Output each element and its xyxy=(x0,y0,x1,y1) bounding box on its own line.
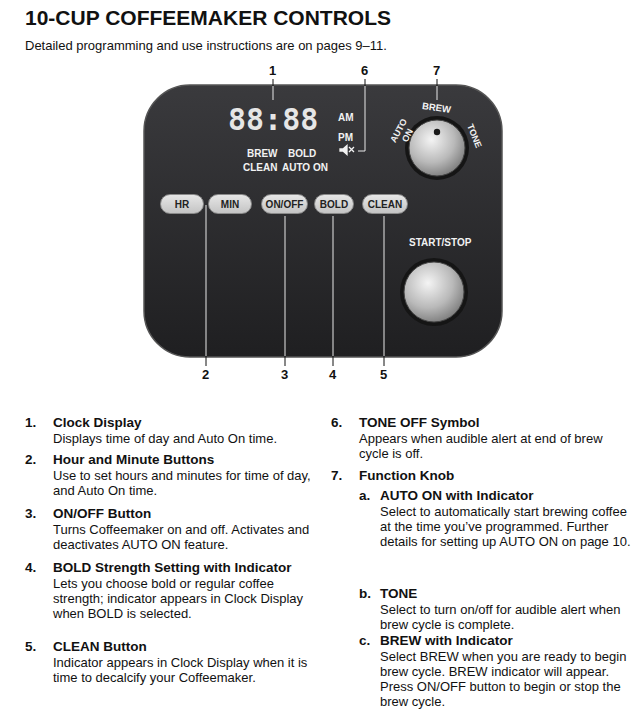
button-label: CLEAN xyxy=(368,199,402,210)
description-heading: Hour and Minute Buttons xyxy=(53,452,214,467)
description-text: Indicator appears in Clock Display when … xyxy=(53,655,321,685)
button-label: ON/OFF xyxy=(266,199,304,210)
description-heading: Function Knob xyxy=(359,468,454,483)
leader-lines xyxy=(206,86,437,356)
callout-number: 3 xyxy=(281,367,288,382)
control-panel: 88:88AMPMBREWBOLDCLEANAUTO ONAUTO ONBREW… xyxy=(144,85,502,357)
knob-label: TONE xyxy=(465,123,484,150)
button-label: HR xyxy=(175,199,189,210)
display-indicator: CLEAN xyxy=(243,162,277,173)
callout-number: 2 xyxy=(202,367,209,382)
push-button: HR xyxy=(160,194,204,214)
description-heading: Clock Display xyxy=(53,415,142,430)
description-text: Displays time of day and Auto On time. xyxy=(53,431,321,446)
display-indicator: PM xyxy=(338,132,353,143)
description-text: Select to automatically start brewing co… xyxy=(380,504,632,549)
knob-label: BREW xyxy=(421,100,451,115)
description-heading: a. xyxy=(359,488,370,503)
display-indicator: BOLD xyxy=(288,148,316,159)
description-heading: 2. xyxy=(25,452,36,467)
callout-number: 5 xyxy=(380,367,387,382)
knob-ring xyxy=(400,258,468,326)
push-button: BOLD xyxy=(314,194,354,214)
display-indicator: BREW xyxy=(247,148,278,159)
page-title: 10-CUP COFFEEMAKER CONTROLS xyxy=(25,6,391,30)
knob-ring xyxy=(405,116,469,180)
callout-number: 1 xyxy=(269,63,276,78)
description-text: Use to set hours and minutes for time of… xyxy=(53,468,321,498)
description-text: Turns Coffeemaker on and off. Activates … xyxy=(53,522,321,552)
start-stop-knob xyxy=(404,262,464,322)
knob-pointer xyxy=(434,129,440,135)
button-label: BOLD xyxy=(320,199,348,210)
description-heading: CLEAN Button xyxy=(53,639,147,654)
function-knob xyxy=(409,120,465,176)
description-heading: 5. xyxy=(25,639,36,654)
description-text: Lets you choose bold or regular coffee s… xyxy=(53,576,321,621)
push-button: ON/OFF xyxy=(261,194,309,214)
knob-label: START/STOP xyxy=(409,237,471,248)
description-heading: b. xyxy=(359,586,371,601)
callout-number: 6 xyxy=(361,63,368,78)
knob-label: AUTO ON xyxy=(387,115,419,151)
display-indicator: AUTO ON xyxy=(282,162,328,173)
push-button: CLEAN xyxy=(362,194,408,214)
description-heading: 4. xyxy=(25,560,36,575)
description-heading: BREW with Indicator xyxy=(380,633,513,648)
description-heading: ON/OFF Button xyxy=(53,506,151,521)
clock-digits: 88:88 xyxy=(228,102,318,137)
description-heading: c. xyxy=(359,633,370,648)
description-heading: TONE xyxy=(380,586,417,601)
description-heading: AUTO ON with Indicator xyxy=(380,488,534,503)
callout-number: 7 xyxy=(433,63,440,78)
description-heading: 6. xyxy=(331,415,342,430)
leader-lines xyxy=(206,79,437,366)
description-heading: 7. xyxy=(331,468,342,483)
description-text: Select BREW when you are ready to begin … xyxy=(380,649,632,709)
description-heading: Detailed programming and use instruction… xyxy=(25,38,387,53)
description-text: Appears when audible alert at end of bre… xyxy=(359,431,627,461)
push-button: MIN xyxy=(208,194,252,214)
description-heading: TONE OFF Symbol xyxy=(359,415,480,430)
button-label: MIN xyxy=(221,199,239,210)
description-heading: 3. xyxy=(25,506,36,521)
panel-housing xyxy=(144,85,502,357)
display-indicator: AM xyxy=(338,112,354,123)
callout-number: 4 xyxy=(329,367,336,382)
tone-off-symbol xyxy=(340,146,354,155)
description-heading: BOLD Strength Setting with Indicator xyxy=(53,560,292,575)
description-heading: 1. xyxy=(25,415,36,430)
description-text: Select to turn on/off for audible alert … xyxy=(380,602,632,632)
